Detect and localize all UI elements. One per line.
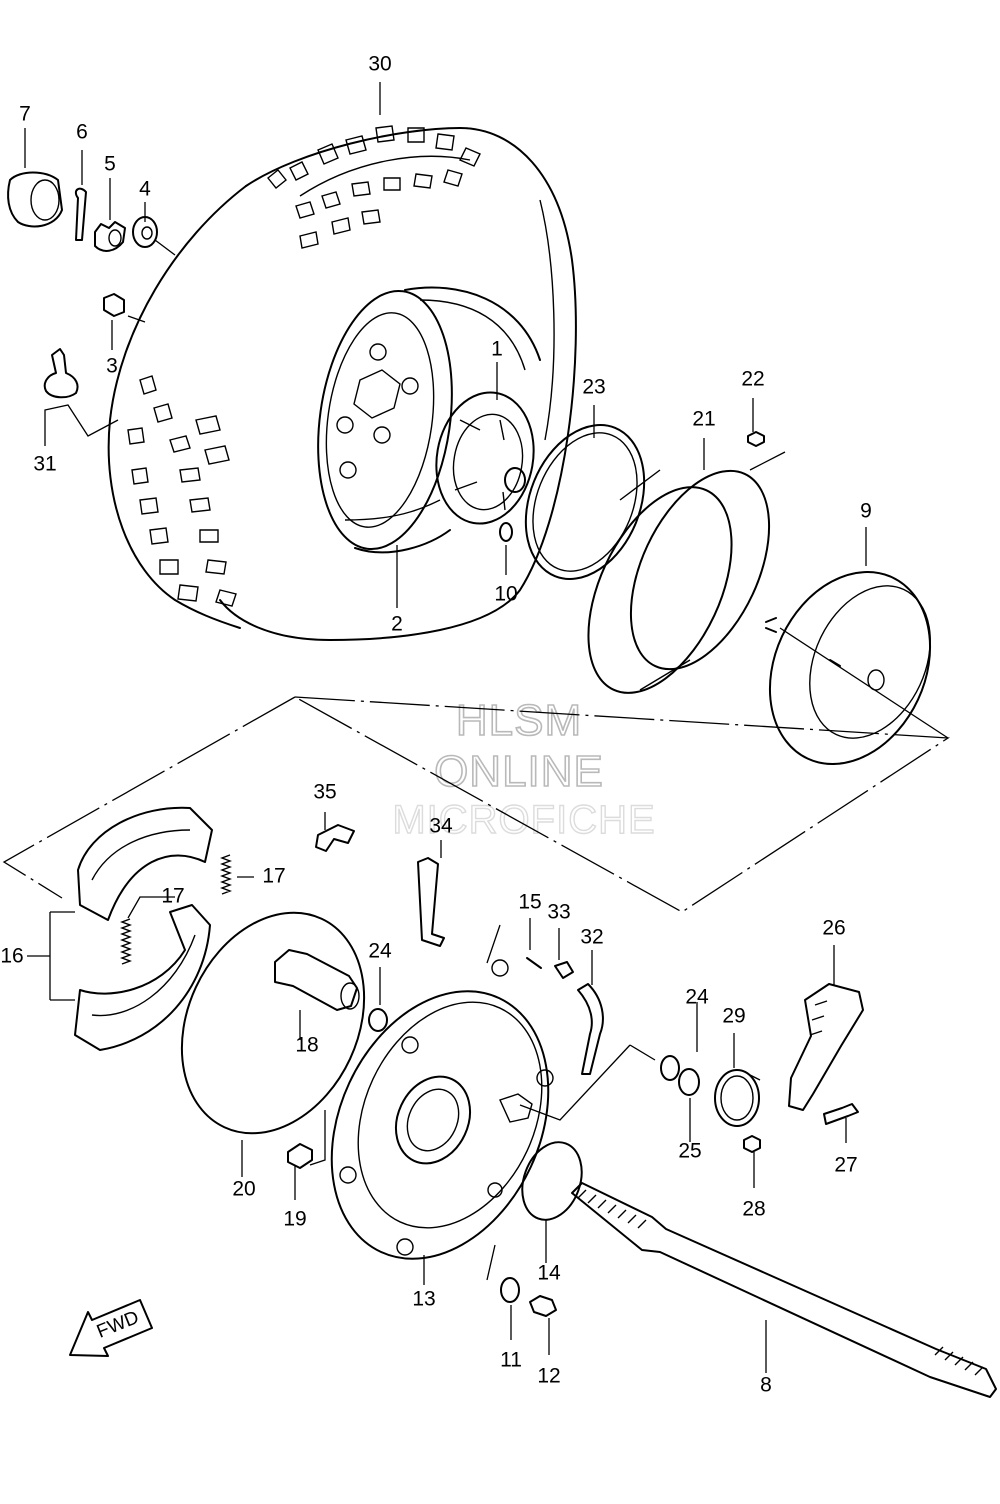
leader-lines	[24, 82, 867, 1373]
o-ring-part-24-right	[660, 1055, 680, 1081]
callout-33: 33	[547, 901, 570, 924]
callout-9: 9	[860, 500, 872, 523]
valve-stem-part-31	[43, 348, 79, 399]
callout-32: 32	[580, 926, 603, 949]
washer-part-11	[500, 1277, 520, 1303]
bolt-part-27	[823, 1103, 859, 1125]
callout-5: 5	[104, 153, 116, 176]
nut-part-28	[743, 1135, 761, 1153]
callout-24-left: 24	[368, 940, 392, 963]
wheel-rim-part-2	[317, 286, 541, 554]
watermark-line-3: MICROFICHE	[392, 798, 655, 842]
callout-12: 12	[537, 1365, 560, 1388]
lever-part-34	[417, 857, 445, 947]
callout-34: 34	[429, 815, 453, 838]
wheel-hub-part-1	[435, 391, 535, 525]
brake-drum-part-9	[765, 570, 932, 766]
callout-18: 18	[295, 1034, 318, 1057]
callout-11: 11	[500, 1349, 522, 1372]
watermark-line-2: ONLINE	[434, 747, 604, 796]
brake-shoe-upper-part-16	[77, 806, 213, 921]
clip-part-35	[315, 824, 355, 852]
callout-7: 7	[19, 103, 31, 126]
camshaft-part-18	[274, 949, 360, 1011]
callout-13: 13	[412, 1288, 435, 1311]
callout-labels: 30 7 6 5 4 3 31 1 23 22 21 9 10 2 35 34 …	[0, 53, 872, 1397]
callout-17-lower: 17	[161, 885, 184, 908]
watermark-line-1: HLSM	[456, 696, 582, 745]
hose-part-32	[577, 983, 604, 1075]
callout-17-upper: 17	[262, 865, 285, 888]
tire-tread-left	[127, 375, 237, 607]
castle-nut-part-5	[94, 221, 126, 252]
callout-25: 25	[678, 1140, 701, 1163]
callout-2: 2	[391, 613, 403, 636]
callout-4: 4	[139, 178, 151, 201]
callout-1: 1	[491, 338, 503, 361]
callout-28: 28	[742, 1198, 765, 1221]
callout-14: 14	[537, 1262, 561, 1285]
callout-20: 20	[232, 1178, 255, 1201]
callout-19: 19	[283, 1208, 306, 1231]
spring-part-17-lower	[120, 918, 132, 965]
spacer-part-3	[103, 293, 125, 317]
callout-16: 16	[0, 945, 23, 968]
spring-part-17-upper	[220, 854, 232, 895]
callout-8: 8	[760, 1374, 772, 1397]
tire-part-30	[107, 125, 577, 641]
callout-6: 6	[76, 121, 88, 144]
o-ring-part-24-left	[368, 1008, 388, 1032]
callout-21: 21	[692, 408, 715, 431]
callout-10: 10	[494, 583, 517, 606]
callout-23: 23	[582, 376, 605, 399]
callout-27: 27	[834, 1154, 857, 1177]
forward-direction-badge: FWD	[69, 1299, 153, 1357]
assembly-boundary-lines	[2, 451, 950, 913]
cotter-pin-part-6	[74, 187, 87, 241]
bolt-part-12	[529, 1295, 557, 1317]
callout-3: 3	[106, 355, 118, 378]
callout-29: 29	[722, 1005, 745, 1028]
pin-part-15	[526, 957, 542, 969]
callout-31: 31	[33, 453, 56, 476]
axle-part-8	[571, 1182, 997, 1398]
o-ring-part-14	[521, 1141, 583, 1221]
cover-part-21	[587, 469, 771, 694]
callout-26: 26	[822, 917, 845, 940]
spring-part-29	[714, 1069, 761, 1127]
clamp-part-33	[554, 961, 574, 979]
bolt-part-19	[287, 1143, 313, 1169]
callout-15: 15	[518, 891, 541, 914]
callout-30: 30	[368, 53, 391, 76]
tire-tread-top	[267, 125, 481, 249]
bolt-part-22	[747, 431, 765, 447]
brake-shoe-lower-part-16	[74, 904, 211, 1051]
o-ring-part-10	[499, 522, 513, 542]
watermark: HLSM ONLINE MICROFICHE	[392, 695, 656, 843]
callout-24-right: 24	[685, 986, 709, 1009]
callout-35: 35	[313, 781, 336, 804]
brake-panel-part-13	[330, 959, 554, 1260]
washer-part-25	[678, 1068, 700, 1096]
o-ring-part-20	[180, 911, 366, 1135]
callout-22: 22	[741, 368, 764, 391]
seal-ring-part-23	[524, 424, 646, 580]
hub-cap-part-7	[7, 171, 63, 228]
brake-arm-part-26	[788, 983, 864, 1111]
